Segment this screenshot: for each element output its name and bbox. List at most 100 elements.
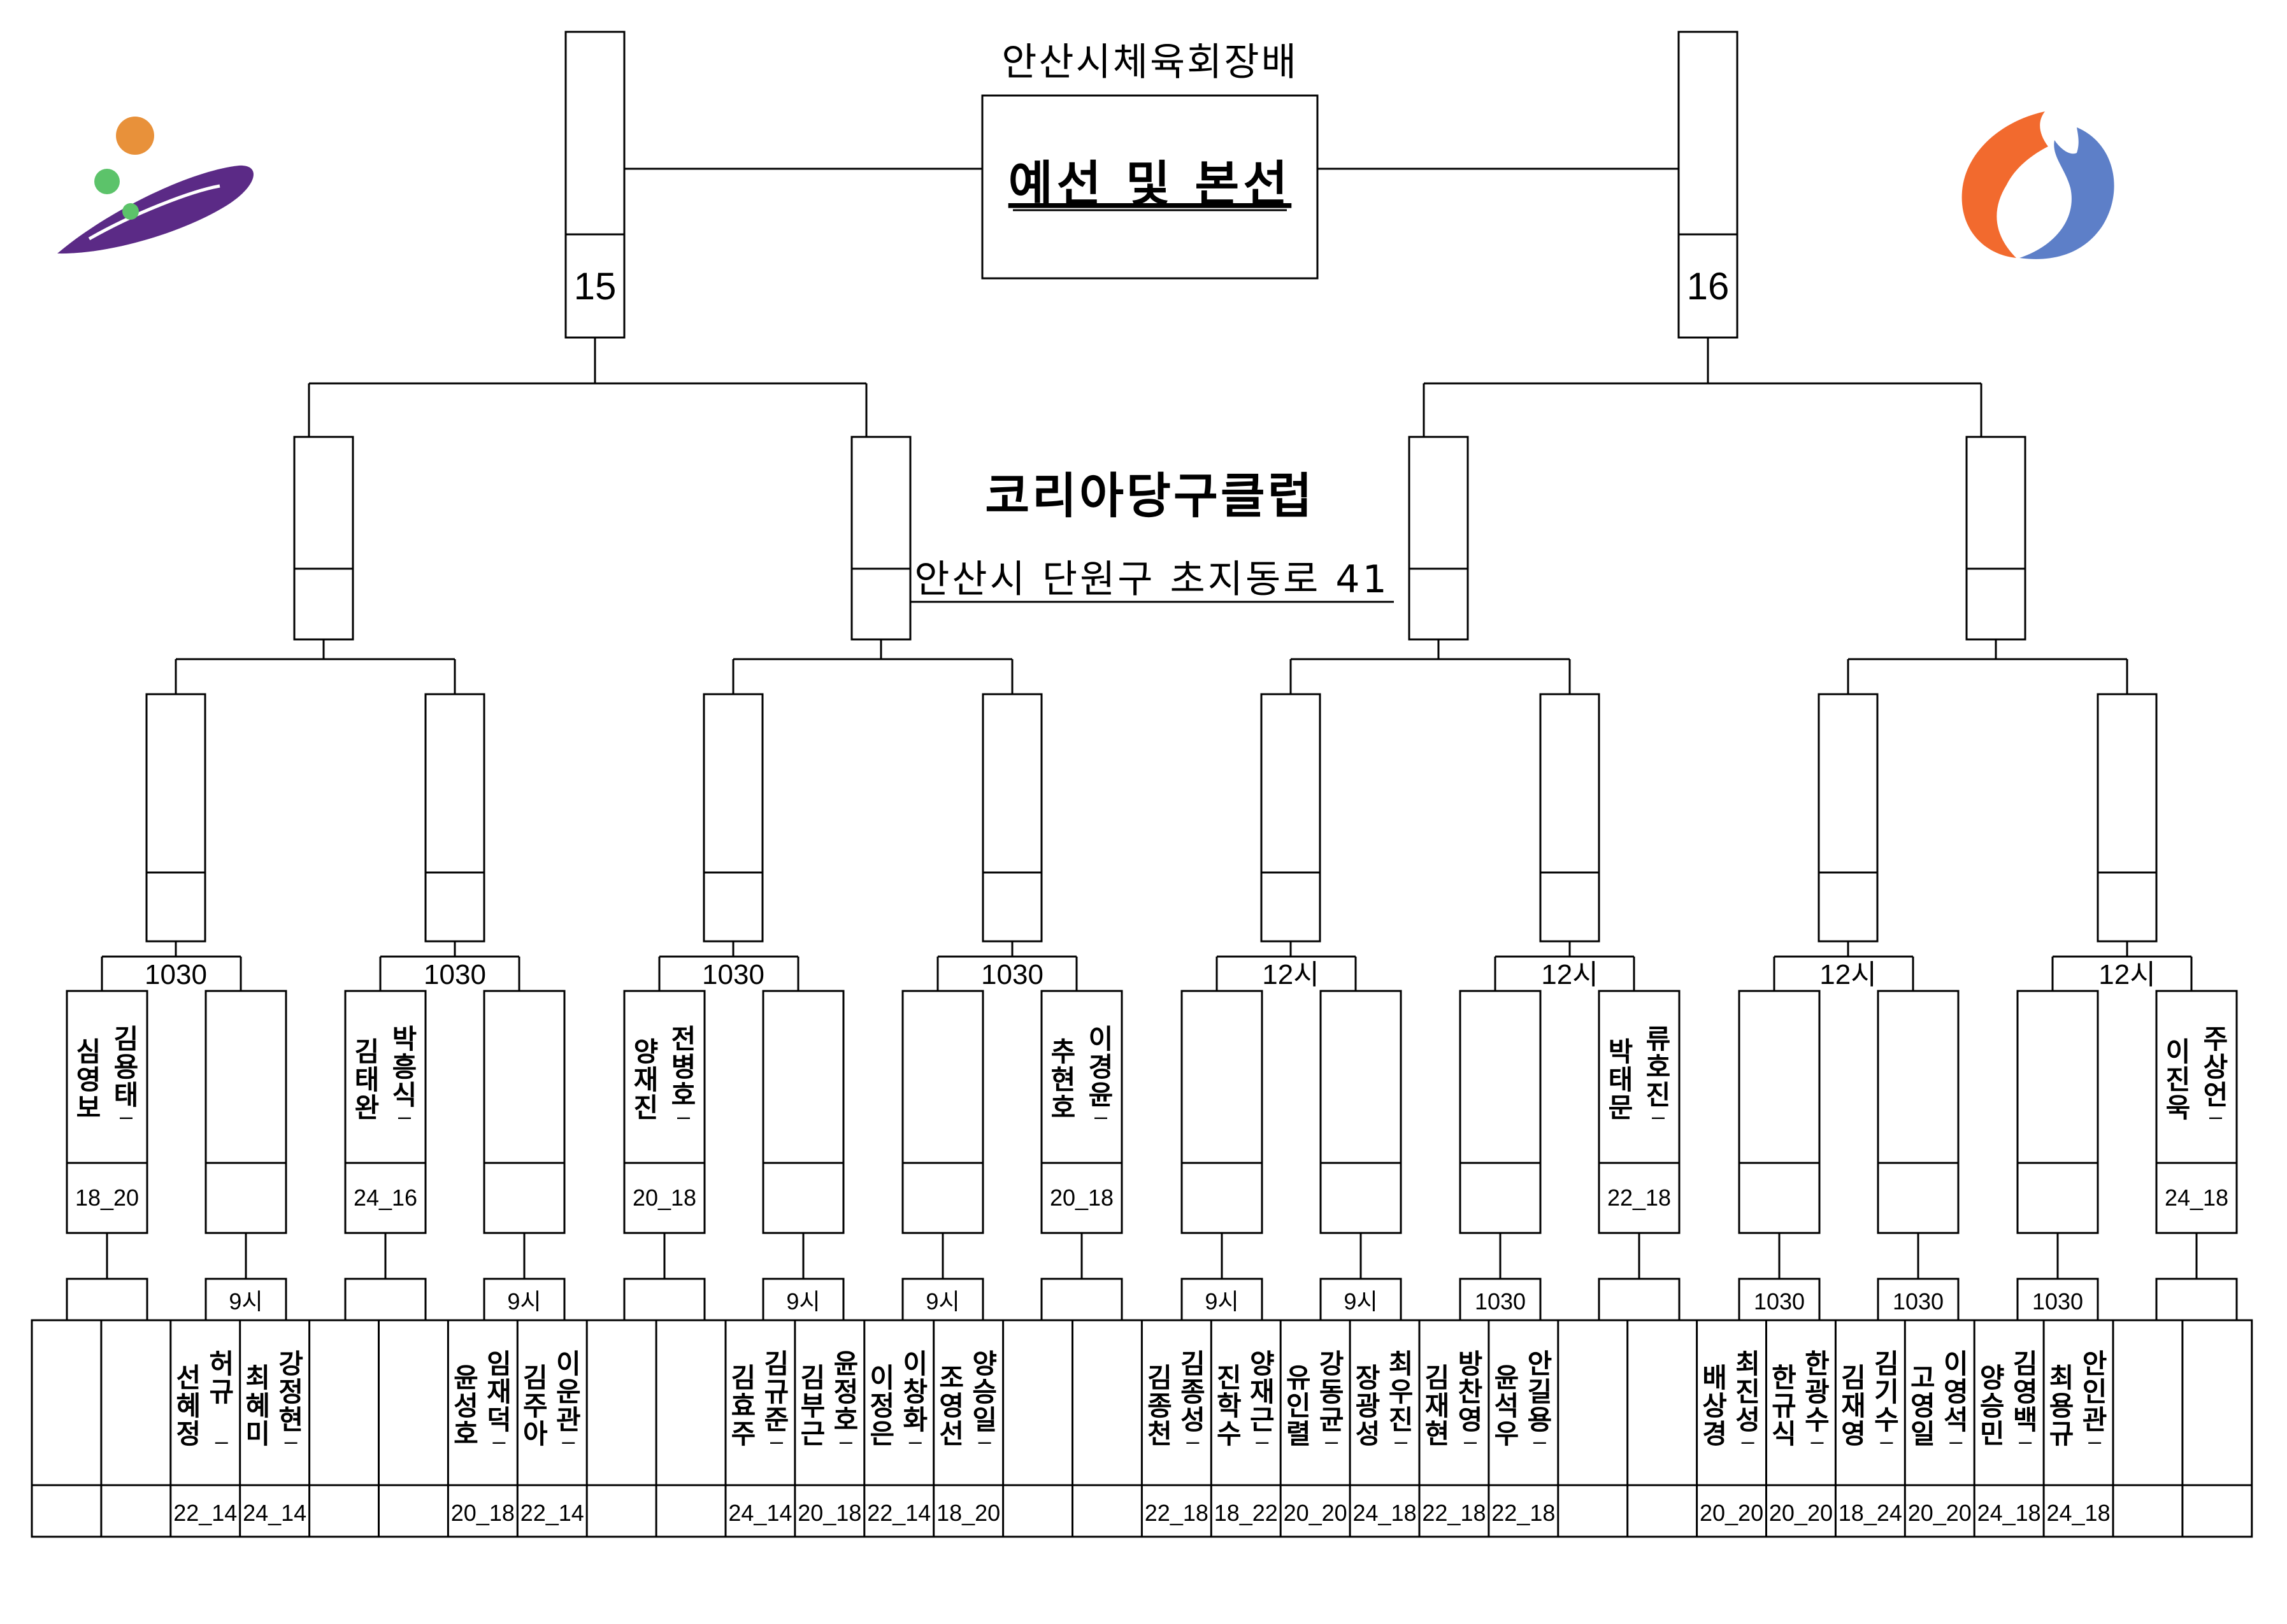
logo-swoosh-highlight — [88, 184, 220, 241]
player-name-char: 혜 — [176, 1390, 201, 1421]
match-score: 22_18 — [1145, 1500, 1208, 1526]
player-name-char: 추 — [1051, 1036, 1076, 1067]
final-box-right — [1677, 31, 1739, 339]
player-name-char: 주 — [731, 1418, 756, 1449]
player-name-char: 우 — [1495, 1418, 1519, 1449]
player-name-char: 최 — [2049, 1362, 2074, 1393]
player-name-char: 태 — [355, 1064, 380, 1095]
match-score: 24_18 — [2046, 1500, 2110, 1526]
player-name-char: 안 — [2083, 1348, 2107, 1379]
slot-label: 9시 — [1205, 1288, 1238, 1314]
player-name-char: 언 — [2204, 1079, 2228, 1111]
match-score: 24_16 — [354, 1185, 417, 1211]
match-score: 20_20 — [1284, 1500, 1347, 1526]
player-name-char: 용 — [114, 1051, 139, 1083]
player-name-char: 근 — [801, 1418, 826, 1449]
slot-box — [1180, 1278, 1263, 1321]
match-time: 12시 — [1819, 959, 1876, 990]
name-dash: – — [1464, 1428, 1477, 1454]
quarter-box — [1408, 436, 1469, 641]
name-dash: – — [2209, 1103, 2222, 1129]
player-name-char: 승 — [1980, 1390, 2005, 1421]
player-name-char: 진 — [1735, 1376, 1760, 1407]
player-name-char: 민 — [1980, 1418, 2005, 1449]
player-name-char: 양 — [1980, 1362, 2005, 1393]
name-dash: – — [2019, 1428, 2032, 1454]
slot-label: 1030 — [2032, 1288, 2083, 1314]
player-name-char: 석 — [1495, 1390, 1519, 1421]
logo-green-dot-small — [122, 203, 139, 220]
player-name-char: 진 — [1646, 1079, 1671, 1111]
player-name-char: 안 — [1528, 1348, 1552, 1379]
club-name: 코리아당구클럽 — [985, 467, 1314, 524]
player-name-char: 경 — [1089, 1051, 1114, 1083]
player-name-char: 미 — [245, 1418, 270, 1449]
logo-purple-swoosh — [57, 165, 254, 254]
slot-box — [66, 1278, 148, 1321]
name-dash: – — [2088, 1428, 2101, 1454]
slot-box — [623, 1278, 706, 1321]
bracket-generated: 1030김용태심영보–18_209시1030박흥식김태완–24_169시1030… — [31, 338, 2253, 1538]
player-name-char: 이 — [870, 1362, 894, 1393]
player-name-char: 진 — [634, 1092, 659, 1123]
player-name-char: 김 — [1180, 1348, 1205, 1379]
player-name-char: 준 — [764, 1404, 789, 1435]
name-dash: – — [492, 1428, 505, 1454]
match-score: 22_18 — [1422, 1500, 1486, 1526]
stage-title: 예선 및 본선 — [1008, 155, 1292, 212]
slot-box — [1040, 1278, 1123, 1321]
player-name-char: 식 — [392, 1079, 417, 1111]
slot-box — [1598, 1278, 1681, 1321]
match-time: 12시 — [1541, 959, 1598, 990]
player-name-char: 렬 — [1286, 1418, 1311, 1449]
slot-box — [2155, 1278, 2238, 1321]
name-dash: – — [1325, 1428, 1338, 1454]
player-name-char: 김 — [523, 1362, 548, 1393]
match-time: 12시 — [1262, 959, 1319, 990]
player-name-char: 석 — [1944, 1404, 1968, 1435]
round-box — [1817, 693, 1879, 943]
player-name-char: 문 — [1609, 1092, 1633, 1123]
slot-box — [344, 1278, 427, 1321]
match-score: 24_14 — [728, 1500, 792, 1526]
player-name-char: 김 — [114, 1023, 139, 1055]
player-name-char: 조 — [939, 1362, 964, 1393]
player-name-char: 박 — [1609, 1036, 1633, 1067]
player-name-char: 임 — [487, 1348, 512, 1379]
player-name-char: 호 — [1051, 1092, 1076, 1123]
player-name-char: 종 — [1180, 1376, 1205, 1407]
player-name-char: 이 — [1089, 1023, 1114, 1055]
player-name-char: 수 — [1217, 1418, 1242, 1449]
name-dash: – — [1533, 1428, 1546, 1454]
player-name-char: 영 — [76, 1064, 101, 1095]
player-name-char: 김 — [355, 1036, 380, 1067]
match-box — [66, 990, 148, 1234]
match-score: 22_14 — [173, 1500, 237, 1526]
name-dash: – — [1810, 1428, 1823, 1454]
player-name-char: 태 — [1609, 1064, 1633, 1095]
player-name-char: 백 — [2013, 1404, 2038, 1435]
player-name-char: 상 — [1702, 1390, 1727, 1421]
player-name-char: 강 — [1319, 1348, 1344, 1379]
player-name-char: 규 — [764, 1376, 789, 1407]
name-dash: – — [120, 1103, 133, 1129]
quarter-box — [850, 436, 912, 641]
match-score: 24_18 — [2165, 1185, 2228, 1211]
player-name-char: 김 — [1425, 1362, 1450, 1393]
player-name-char: 수 — [1805, 1404, 1830, 1435]
match-box — [1459, 990, 1542, 1234]
logo-blue-flame — [2019, 127, 2114, 259]
player-name-char: 성 — [1180, 1404, 1205, 1435]
player-name-char: 김 — [2013, 1348, 2038, 1379]
player-name-char: 김 — [731, 1362, 756, 1393]
match-time: 1030 — [145, 959, 207, 990]
name-dash: – — [979, 1428, 991, 1454]
player-name-char: 혜 — [245, 1390, 270, 1421]
player-name-char: 김 — [1841, 1362, 1866, 1393]
player-name-char: 이 — [556, 1348, 581, 1379]
match-box — [623, 990, 706, 1234]
player-name-char: 허 — [209, 1348, 234, 1379]
match-score: 22_14 — [867, 1500, 931, 1526]
name-dash: – — [285, 1428, 298, 1454]
name-dash: – — [840, 1428, 852, 1454]
